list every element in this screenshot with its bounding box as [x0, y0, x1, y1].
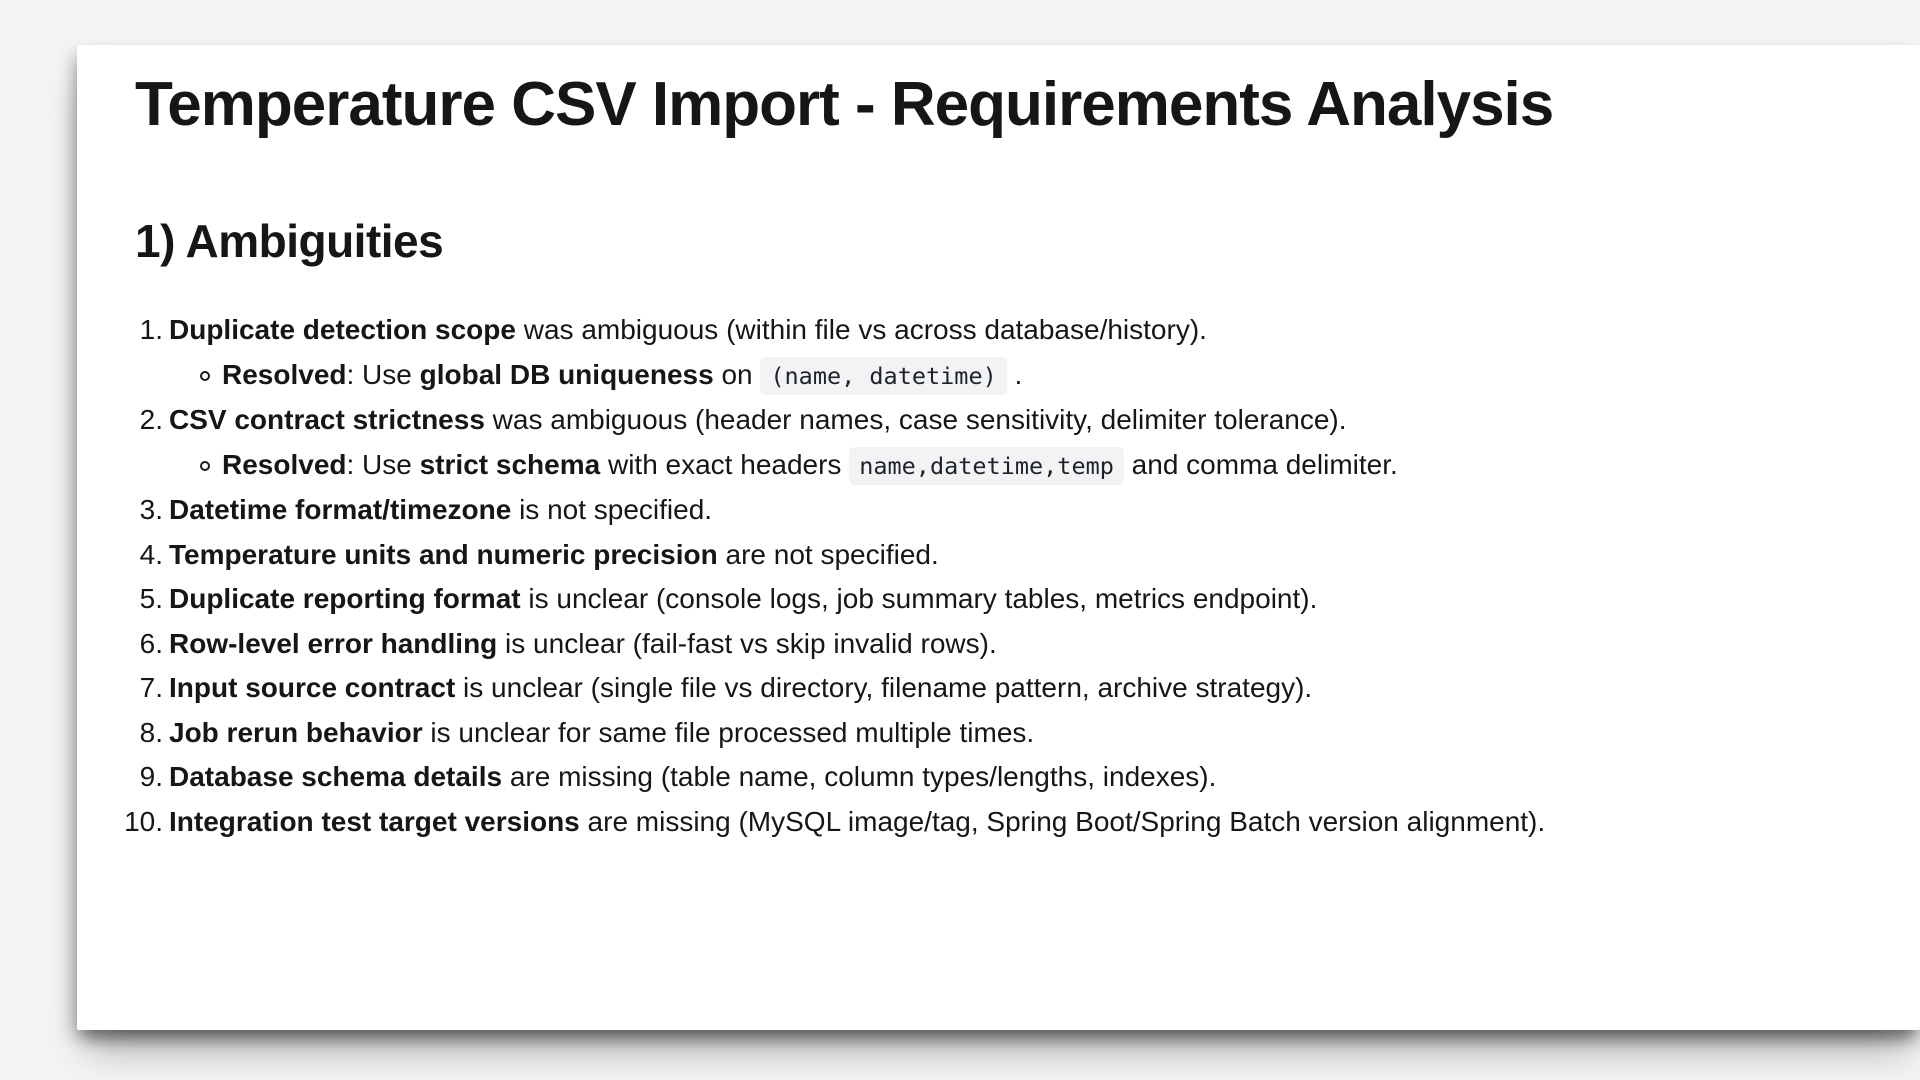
- bold-text: Duplicate detection scope: [169, 314, 516, 346]
- list-item-number: 7.: [139, 672, 163, 704]
- list-sub-item: Resolved: Use global DB uniqueness on (n…: [77, 353, 1920, 399]
- list-item-text: Job rerun behavior is unclear for same f…: [169, 716, 1035, 748]
- list-item: 1.Duplicate detection scope was ambiguou…: [77, 308, 1920, 353]
- bold-text: Resolved: [222, 358, 347, 390]
- circle-glyph: [200, 370, 210, 381]
- list-item: 5.Duplicate reporting format is unclear …: [77, 577, 1920, 622]
- page-title: Temperature CSV Import - Requirements An…: [135, 70, 1554, 139]
- list-item-text: Duplicate reporting format is unclear (c…: [169, 583, 1318, 615]
- bold-text: Resolved: [222, 448, 347, 480]
- list-item-number: 9.: [139, 761, 163, 793]
- list-item-text: Database schema details are missing (tab…: [169, 761, 1217, 793]
- circle-glyph: [200, 460, 210, 471]
- bold-text: global DB uniqueness: [419, 358, 714, 390]
- list-item-text: Temperature units and numeric precision …: [169, 538, 939, 570]
- section-heading-ambiguities: 1) Ambiguities: [135, 215, 444, 268]
- list-item-text: Duplicate detection scope was ambiguous …: [169, 314, 1207, 346]
- list-item-text: CSV contract strictness was ambiguous (h…: [169, 404, 1347, 436]
- bold-text: strict schema: [419, 448, 601, 480]
- list-item-number: 5.: [139, 583, 163, 615]
- list-sub-item-text: Resolved: Use global DB uniqueness on (n…: [222, 353, 1022, 399]
- bold-text: Database schema details: [169, 761, 503, 793]
- list-sub-item-text: Resolved: Use strict schema with exact h…: [222, 443, 1398, 489]
- ambiguities-list: 1.Duplicate detection scope was ambiguou…: [77, 308, 1920, 844]
- list-item-number: 3.: [139, 494, 163, 526]
- list-item-number: 10.: [124, 805, 163, 837]
- inline-code: name,datetime,temp: [849, 446, 1124, 485]
- bold-text: Job rerun behavior: [169, 716, 423, 748]
- bold-text: Temperature units and numeric precision: [169, 538, 718, 570]
- list-item-text: Row-level error handling is unclear (fai…: [169, 627, 997, 659]
- bold-text: Datetime format/timezone: [169, 494, 512, 526]
- list-item-number: 8.: [139, 716, 163, 748]
- list-item: 7.Input source contract is unclear (sing…: [77, 666, 1920, 711]
- list-sub-item: Resolved: Use strict schema with exact h…: [77, 443, 1920, 489]
- bold-text: Input source contract: [169, 672, 456, 704]
- list-item: 6.Row-level error handling is unclear (f…: [77, 622, 1920, 667]
- list-item-text: Datetime format/timezone is not specifie…: [169, 494, 713, 526]
- document-card: Temperature CSV Import - Requirements An…: [77, 45, 1920, 1030]
- bullet-circle-icon: [200, 443, 222, 488]
- inline-code: (name, datetime): [760, 356, 1007, 395]
- list-item: 9.Database schema details are missing (t…: [77, 755, 1920, 800]
- list-item-text: Input source contract is unclear (single…: [169, 672, 1313, 704]
- list-item-number: 4.: [139, 538, 163, 570]
- bold-text: CSV contract strictness: [169, 404, 485, 436]
- list-item-text: Integration test target versions are mis…: [169, 805, 1546, 837]
- list-item-number: 2.: [139, 404, 163, 436]
- list-item-number: 1.: [139, 314, 163, 346]
- list-item: 2.CSV contract strictness was ambiguous …: [77, 398, 1920, 443]
- bold-text: Row-level error handling: [169, 627, 498, 659]
- bullet-circle-icon: [200, 353, 222, 398]
- bold-text: Duplicate reporting format: [169, 583, 521, 615]
- list-item: 3.Datetime format/timezone is not specif…: [77, 488, 1920, 533]
- bold-text: Integration test target versions: [169, 805, 580, 837]
- list-item: 4.Temperature units and numeric precisio…: [77, 533, 1920, 578]
- list-item: 8.Job rerun behavior is unclear for same…: [77, 711, 1920, 756]
- list-item: 10.Integration test target versions are …: [77, 800, 1920, 845]
- list-item-number: 6.: [139, 627, 163, 659]
